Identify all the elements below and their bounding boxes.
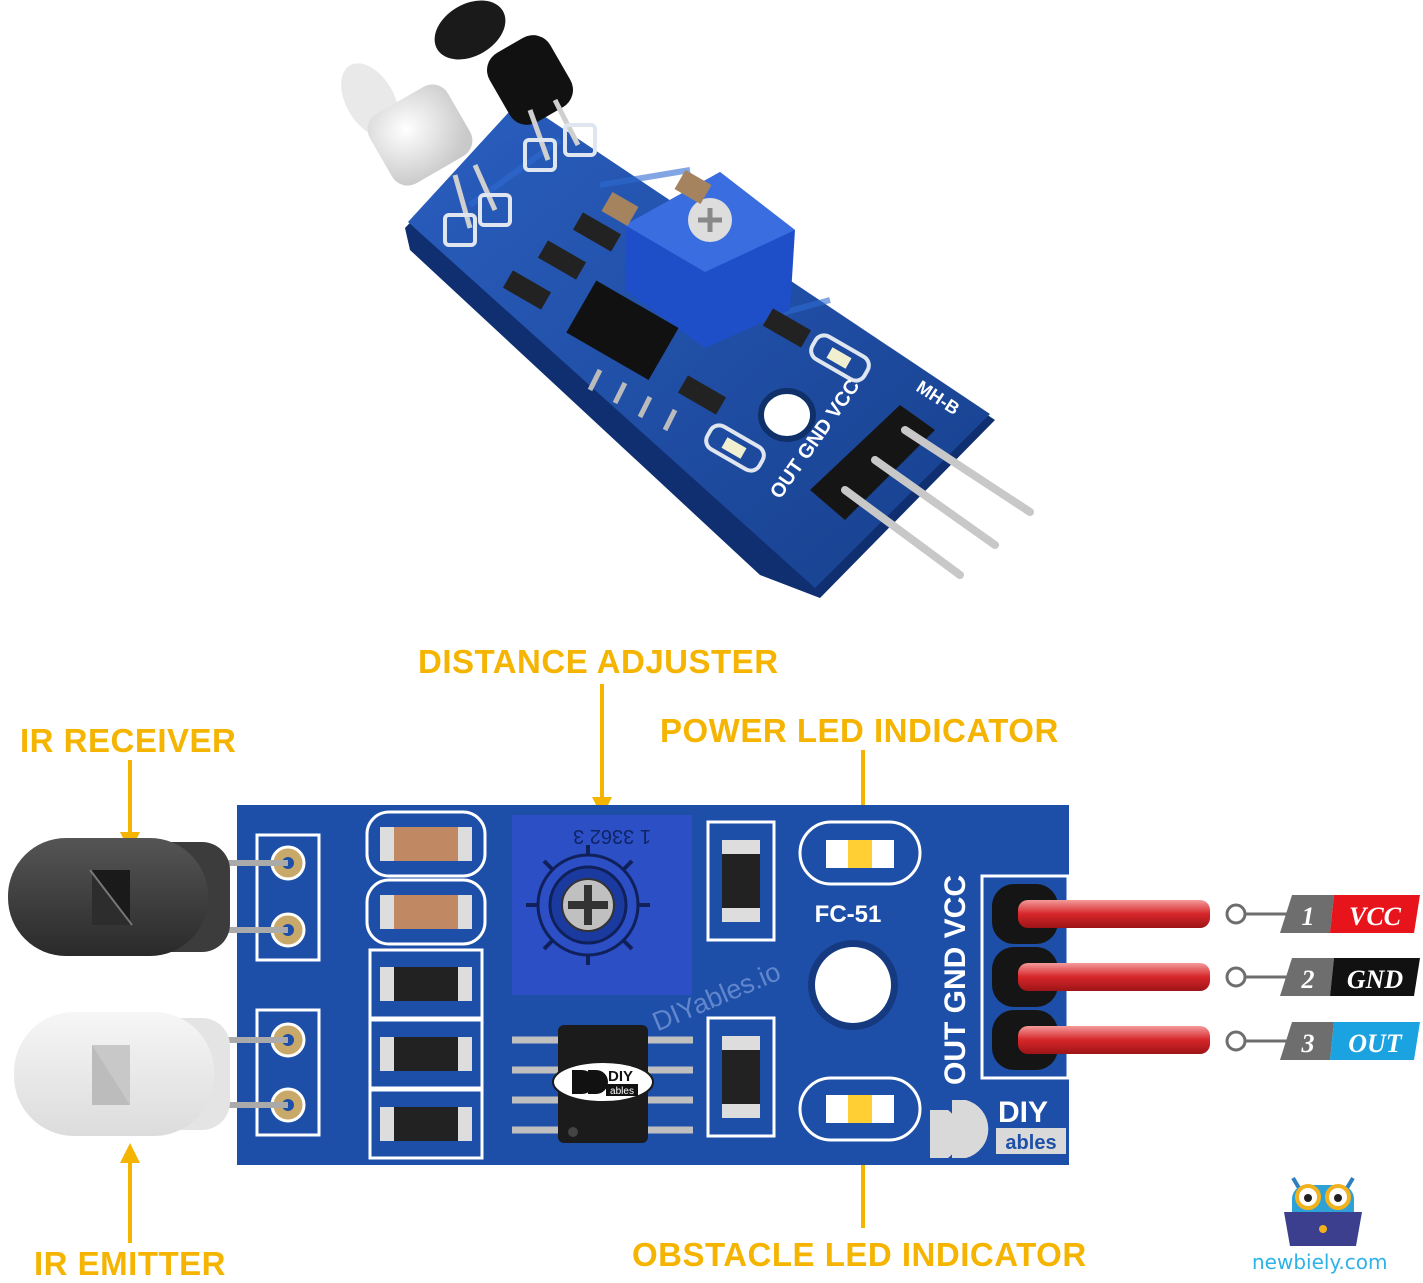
- photo-pcb: [405, 100, 995, 598]
- chip-logo-top: DIY: [608, 1068, 633, 1085]
- label-distance-adjuster: DISTANCE ADJUSTER: [418, 643, 779, 680]
- ir-receiver: [8, 838, 288, 956]
- footer-brand: newbiely.com: [1252, 1250, 1388, 1274]
- owl-mascot-icon: [1284, 1176, 1362, 1246]
- chip-logo-bottom: ables: [610, 1086, 634, 1097]
- diy-logo: DIY ables: [930, 1096, 1066, 1158]
- pin-2-number: 2: [1301, 965, 1315, 994]
- label-ir-emitter: IR EMITTER: [34, 1245, 226, 1282]
- header-pin-labels: OUT GND VCC: [939, 875, 972, 1085]
- photo-pads: [443, 123, 597, 247]
- capacitors: [706, 820, 776, 1138]
- obstacle-led: [798, 1076, 922, 1142]
- photo-mounting-hole: [758, 388, 816, 442]
- model-label: FC-51: [815, 901, 882, 928]
- photo-ic: [566, 280, 679, 432]
- pin-3-name: OUT: [1348, 1029, 1403, 1058]
- pin-2-name: GND: [1347, 965, 1404, 994]
- photo-ir-emitter: [341, 63, 498, 229]
- led-pads: [255, 833, 321, 1137]
- resistor-column: [365, 810, 487, 1160]
- mounting-hole: [808, 940, 898, 1030]
- photo-pin-header: [810, 405, 1034, 579]
- pin-3-number: 3: [1301, 1029, 1315, 1058]
- label-ir-receiver: IR RECEIVER: [20, 722, 237, 759]
- header-pins: [1018, 900, 1210, 1054]
- pin-tag-1: 1 VCC: [1225, 895, 1420, 933]
- photo-ir-receiver: [434, 0, 581, 161]
- photo-resistors: [502, 169, 812, 415]
- logo-top: DIY: [998, 1096, 1048, 1129]
- photo-leds: [704, 333, 871, 473]
- pinout-diagram: 1 3362 3 DIY: [8, 684, 1420, 1246]
- pin-tag-2: 2 GND: [1225, 958, 1420, 996]
- ir-emitter: [14, 1012, 288, 1136]
- photo-potentiometer: [625, 172, 795, 348]
- label-power-led: POWER LED INDICATOR: [660, 712, 1059, 749]
- pin-1-number: 1: [1302, 902, 1315, 931]
- label-obstacle-led: OBSTACLE LED INDICATOR: [632, 1236, 1087, 1273]
- pin-1-name: VCC: [1349, 902, 1402, 931]
- logo-bottom: ables: [1005, 1132, 1056, 1154]
- power-led: [798, 820, 922, 886]
- ic-chip: DIY ables: [512, 1025, 693, 1143]
- sensor-photo: OUT GND VCC MH-B: [341, 0, 1034, 598]
- potentiometer: 1 3362 3: [512, 815, 692, 995]
- pin-tag-3: 3 OUT: [1225, 1022, 1420, 1060]
- pot-marking: 1 3362 3: [573, 825, 651, 847]
